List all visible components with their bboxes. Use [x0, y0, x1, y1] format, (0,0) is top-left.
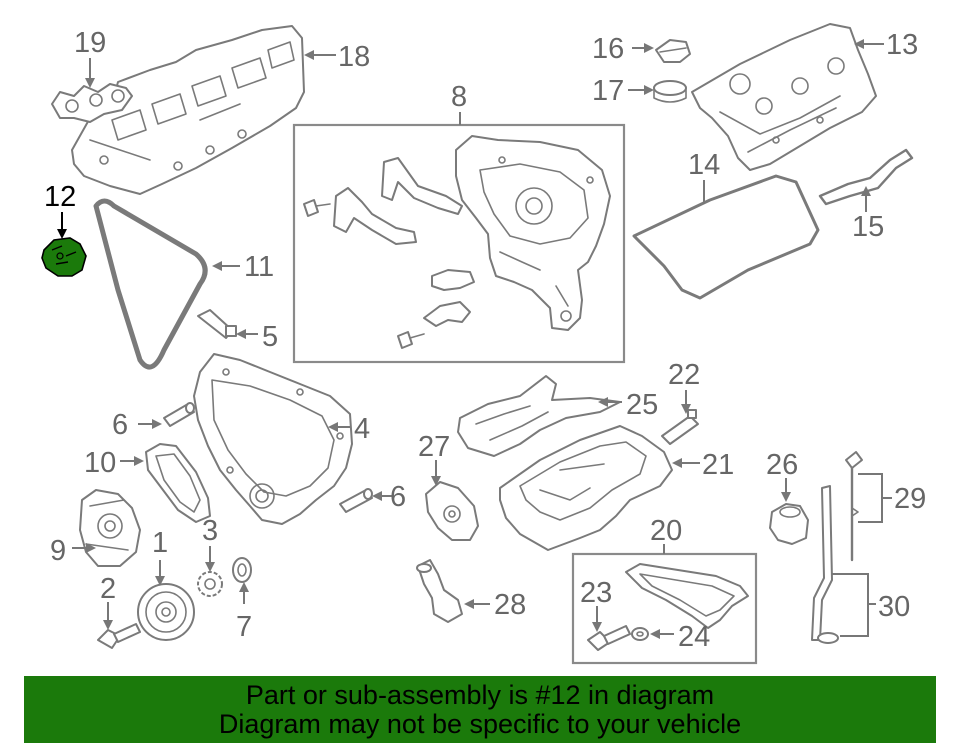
callout-30: 30 — [878, 591, 910, 623]
sprocket-part-3 — [197, 571, 223, 597]
oil-pan-part-21 — [499, 425, 673, 551]
banner-line-2: Diagram may not be specific to your vehi… — [218, 708, 742, 739]
callout-10: 10 — [84, 447, 116, 479]
callout-6-bottom: 6 — [390, 481, 406, 513]
timing-chain-part-11 — [93, 198, 208, 370]
tensioner-part-5 — [197, 309, 237, 339]
callout-15: 15 — [852, 211, 884, 243]
callout-25: 25 — [626, 389, 658, 421]
callout-23: 23 — [580, 577, 612, 609]
dipstick-part-29 — [845, 451, 863, 562]
sealant-part-22 — [661, 409, 699, 445]
seal-part-7 — [232, 557, 252, 583]
intake-manifold-part-18 — [71, 25, 305, 195]
gasket-part-10 — [145, 443, 211, 523]
callout-7: 7 — [236, 611, 252, 643]
callout-4: 4 — [354, 413, 370, 445]
oil-pump-part-27 — [425, 481, 479, 541]
baffle-part-25 — [457, 375, 621, 457]
callout-22: 22 — [668, 359, 700, 391]
callout-24: 24 — [678, 621, 710, 653]
part-12-highlighted — [41, 237, 87, 277]
callout-11: 11 — [244, 251, 274, 283]
callout-9: 9 — [50, 535, 66, 567]
valve-cover-gasket-part-14 — [632, 174, 820, 300]
callout-5: 5 — [262, 321, 278, 353]
dipstick-tube-part-30 — [811, 485, 839, 644]
callout-28: 28 — [494, 589, 526, 621]
oil-strainer-part-28 — [416, 559, 463, 623]
bolt-part-2 — [97, 623, 141, 649]
oil-filter-part-26 — [769, 503, 809, 545]
bolt-part-23 — [587, 625, 631, 651]
gaskets-part-19 — [51, 83, 133, 123]
front-cover-part-8 — [303, 135, 611, 349]
valve-cover-part-13 — [691, 23, 877, 171]
callout-2: 2 — [100, 573, 116, 605]
callout-16: 16 — [592, 33, 624, 65]
callout-3: 3 — [202, 515, 218, 547]
callout-6-top: 6 — [112, 409, 128, 441]
callout-8: 8 — [451, 81, 467, 113]
timing-cover-part-4 — [193, 353, 353, 525]
oil-cap-part-16 — [655, 39, 691, 63]
callout-19: 19 — [74, 27, 106, 59]
callout-13: 13 — [886, 29, 918, 61]
seal-part-17 — [653, 80, 687, 103]
callout-18: 18 — [338, 41, 370, 73]
dowel-part-6-lower — [339, 488, 373, 513]
callout-17: 17 — [592, 75, 624, 107]
callout-29: 29 — [894, 483, 926, 515]
crank-pulley-part-1 — [137, 583, 195, 641]
callout-12: 12 — [44, 181, 76, 213]
info-banner: Part or sub-assembly is #12 in diagram D… — [24, 676, 936, 743]
callout-27: 27 — [418, 431, 450, 463]
water-pump-part-9 — [79, 489, 141, 567]
callout-1: 1 — [152, 527, 168, 559]
gasket-part-15 — [818, 148, 914, 206]
callout-14: 14 — [688, 149, 720, 181]
dowel-part-6 — [163, 402, 195, 427]
washer-part-24 — [631, 627, 649, 641]
lower-pan-part-20 — [625, 563, 749, 629]
callout-26: 26 — [766, 449, 798, 481]
callout-20: 20 — [650, 515, 682, 547]
banner-line-1: Part or sub-assembly is #12 in diagram — [245, 679, 715, 710]
callout-21: 21 — [702, 449, 734, 481]
